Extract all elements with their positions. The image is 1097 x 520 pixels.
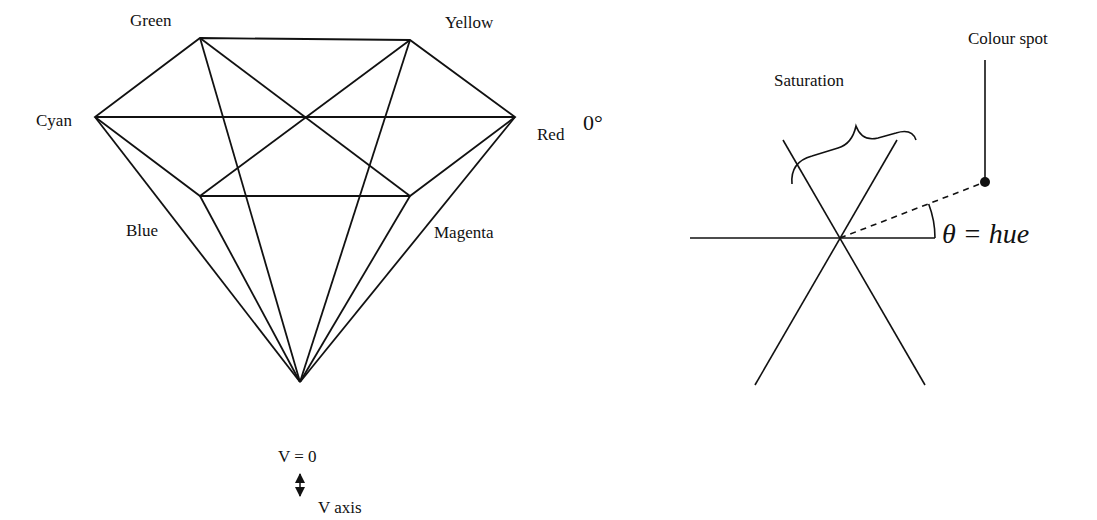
saturation-label: Saturation: [774, 72, 844, 89]
cone-edge: [300, 117, 515, 382]
hex-diagonal: [200, 40, 410, 196]
v-axis-arrow: [299, 474, 301, 496]
color-label: Blue: [126, 222, 158, 239]
cone-edge: [300, 196, 410, 382]
hex-diagonal: [200, 38, 410, 196]
hexcone: [95, 38, 515, 382]
color-label: Yellow: [445, 14, 493, 31]
colour-spot-dot: [980, 177, 990, 187]
hue-plane: [690, 60, 985, 385]
color-label: Green: [130, 12, 172, 29]
axis-label: V = 0: [278, 448, 317, 465]
cone-edge: [200, 38, 300, 382]
cone-edge: [95, 117, 300, 382]
hex-axis-line: [755, 140, 897, 385]
cone-edge: [200, 196, 300, 382]
reference-line: [690, 237, 935, 239]
axis-label: V axis: [318, 499, 362, 516]
color-label: Cyan: [36, 112, 72, 129]
saturation-brace: [792, 126, 916, 184]
hue-label: θ = hue: [942, 220, 1029, 248]
callout-label: Colour spot: [968, 30, 1048, 47]
angle-label: 0°: [583, 112, 603, 134]
color-label: Red: [537, 126, 564, 143]
hexagon-outline: [95, 38, 515, 196]
cone-edge: [300, 40, 410, 382]
colour-spot-leader: [984, 60, 986, 178]
hue-angle-arc: [929, 204, 935, 238]
hex-axis-line: [783, 140, 925, 385]
color-label: Magenta: [434, 224, 493, 241]
